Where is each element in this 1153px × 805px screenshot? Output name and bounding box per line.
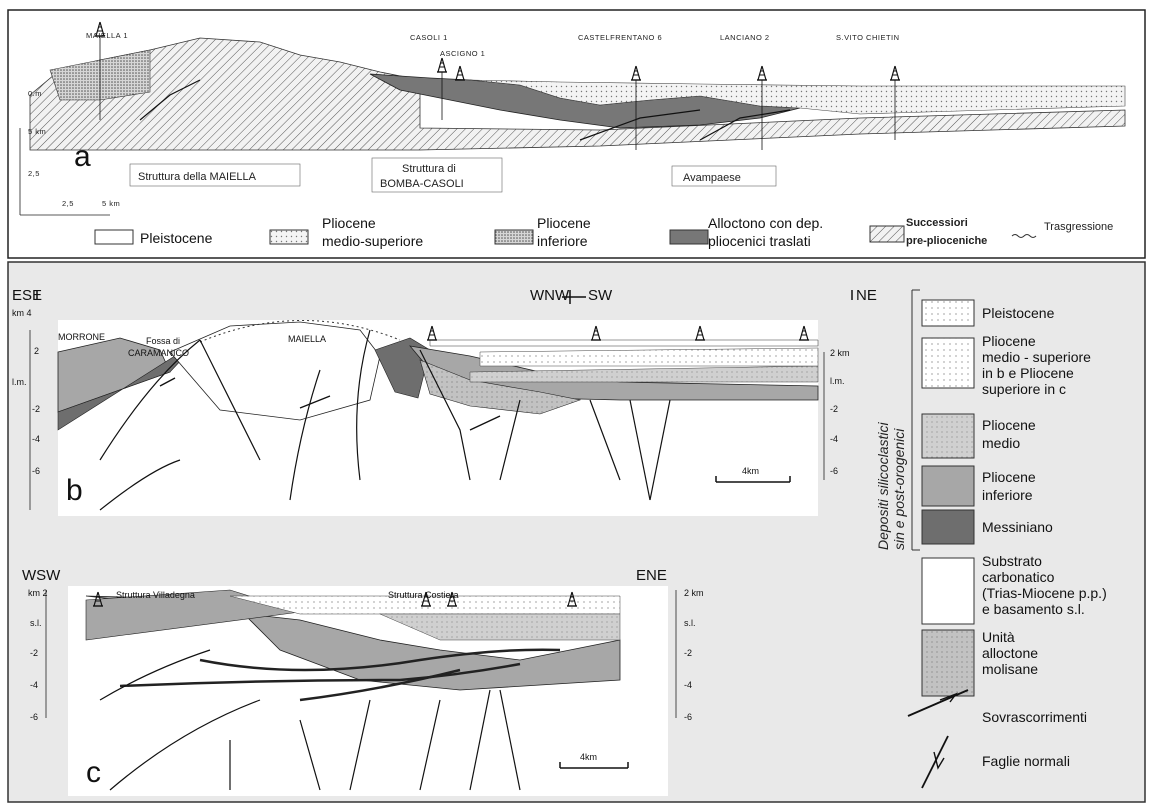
place-label: MAIELLA	[288, 334, 326, 344]
structure-label-bomba: Struttura di	[402, 163, 456, 175]
well-label: CASTELFRENTANO 6	[578, 33, 662, 42]
legend-a-label: pliocenici traslati	[708, 233, 811, 249]
legend-a-label: Pliocene	[537, 215, 591, 231]
axis-tick: -2	[684, 648, 692, 658]
structure-label-maiella: Struttura della MAIELLA	[138, 171, 257, 183]
panel-b: km 4 2 l.m. -2 -4 -6 2 km l.m. -2 -4 -6 …	[12, 287, 877, 516]
scale-label: 4km	[580, 752, 597, 762]
legend-bc-label: inferiore	[982, 487, 1033, 503]
axis-tick: l.m.	[12, 377, 27, 387]
axis-tick: -4	[684, 680, 692, 690]
legend-bc-label: superiore in c	[982, 381, 1066, 397]
legend-bc-label: molisane	[982, 661, 1038, 677]
axis-tick: s.l.	[30, 618, 42, 628]
legend-a-label: pre-plioceniche	[906, 235, 987, 247]
axis-tick: -2	[30, 648, 38, 658]
axis-tick: l.m.	[830, 376, 845, 386]
sea-level-label: 0.m	[28, 89, 42, 98]
legend-symbol-label: Faglie normali	[982, 753, 1070, 769]
axis-tick: km 4	[12, 308, 32, 318]
legend-bc-label: (Trias-Miocene p.p.)	[982, 585, 1107, 601]
well-label: MAIELLA 1	[86, 31, 128, 40]
structure-label-avampaese: Avampaese	[683, 172, 741, 184]
axis-tick: 2 km	[830, 348, 850, 358]
panel-c: km 2 s.l. -2 -4 -6 2 km s.l. -2 -4 -6 WS…	[22, 567, 704, 796]
axis-tick: -2	[32, 404, 40, 414]
legend-a-label: inferiore	[537, 233, 588, 249]
depth-tick: 5 km	[28, 127, 46, 136]
direction-label: WSW	[22, 567, 61, 584]
well-label: CASOLI 1	[410, 33, 448, 42]
legend-bc-label: Messiniano	[982, 519, 1053, 535]
axis-tick: -6	[684, 712, 692, 722]
legend-bc-label: alloctone	[982, 645, 1038, 661]
axis-tick: -2	[830, 404, 838, 414]
legend-symbol-label: Sovrascorrimenti	[982, 709, 1087, 725]
axis-tick: -4	[830, 434, 838, 444]
direction-label: ENE	[636, 567, 667, 584]
panel-letter-a: a	[74, 140, 91, 173]
legend-a-label: medio-superiore	[322, 233, 423, 249]
panel-letter-c: c	[86, 756, 101, 789]
legend-bc-label: Pliocene	[982, 417, 1036, 433]
legend-a-label: Alloctono con dep.	[708, 215, 823, 231]
depth-tick: 2,5	[28, 169, 40, 178]
direction-label: NE	[856, 287, 877, 304]
axis-tick: -4	[30, 680, 38, 690]
legend-bc-label: Pliocene	[982, 469, 1036, 485]
scale-label: 4km	[742, 466, 759, 476]
axis-tick: km 2	[28, 588, 48, 598]
direction-label: WNW	[530, 287, 570, 304]
panel-letter-b: b	[66, 474, 83, 507]
legend-bc-label: Pliocene	[982, 333, 1036, 349]
place-label: Struttura Costiera	[388, 590, 459, 600]
well-label: S.VITO CHIETIN	[836, 33, 900, 42]
panel-a: MAIELLA 1 CASOLI 1 ASCIGNO 1 CASTELFRENT…	[8, 10, 1145, 258]
legend-a-label: Trasgressione	[1044, 221, 1113, 233]
axis-tick: 2	[34, 346, 39, 356]
well-label: LANCIANO 2	[720, 33, 770, 42]
legend-a-label: Pleistocene	[140, 230, 213, 246]
legend-bc-label: Unità	[982, 629, 1015, 645]
place-label: Struttura Villadegna	[116, 590, 195, 600]
legend-group-label: sin e post-orogenici	[891, 428, 907, 550]
place-label: MORRONE	[58, 332, 105, 342]
axis-tick: 2 km	[684, 588, 704, 598]
axis-tick: s.l.	[684, 618, 696, 628]
legend-bc-label: Pleistocene	[982, 305, 1055, 321]
well-label: ASCIGNO 1	[440, 49, 485, 58]
scale-tick: 5 km	[102, 199, 120, 208]
axis-tick: -4	[32, 434, 40, 444]
legend-bc-label: medio	[982, 435, 1020, 451]
legend-a-label: Successiori	[906, 217, 968, 229]
legend-group-label: Depositi silicoclastici	[875, 422, 891, 550]
legend-bc-label: e basamento s.l.	[982, 601, 1085, 617]
legend-bc-label: in b e Pliocene	[982, 365, 1074, 381]
axis-tick: -6	[32, 466, 40, 476]
axis-tick: -6	[30, 712, 38, 722]
place-label: CARAMANICO	[128, 348, 189, 358]
scale-tick: 2,5	[62, 199, 74, 208]
structure-label-bomba: BOMBA-CASOLI	[380, 178, 464, 190]
legend-bc-label: carbonatico	[982, 569, 1055, 585]
axis-tick: -6	[830, 466, 838, 476]
legend-bc-label: medio - superiore	[982, 349, 1091, 365]
place-label: Fossa di	[146, 336, 180, 346]
legend-a-label: Pliocene	[322, 215, 376, 231]
direction-label: SW	[588, 287, 613, 304]
legend-bc-label: Substrato	[982, 553, 1042, 569]
